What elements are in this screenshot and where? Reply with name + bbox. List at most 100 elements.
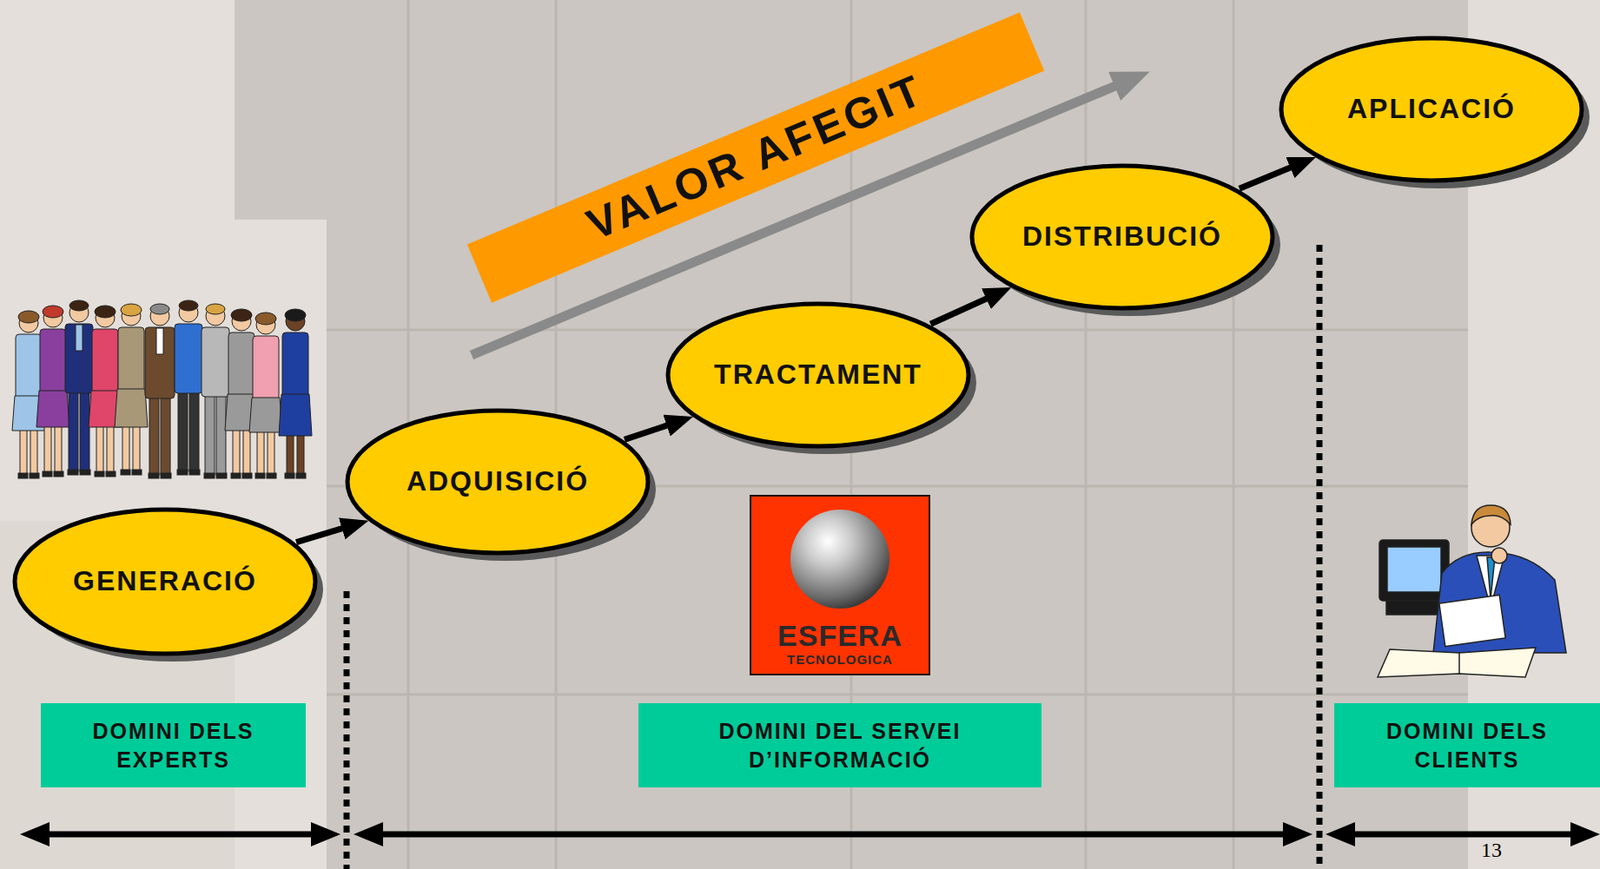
people-illustration <box>39 329 67 396</box>
ellipse-outline <box>1281 38 1582 181</box>
process-ellipse: GENERACIÓ <box>12 507 318 657</box>
people-illustration <box>36 305 70 477</box>
domain-box: DOMINI DELS CLIENTS <box>1334 703 1600 788</box>
people-illustration <box>205 304 225 315</box>
people-illustration <box>282 332 309 399</box>
people-illustration <box>189 391 199 472</box>
ellipse-outline <box>667 304 969 447</box>
people-illustration <box>228 332 255 399</box>
people-illustration <box>120 469 131 476</box>
people-illustration <box>68 391 79 472</box>
people-illustration <box>18 473 28 479</box>
people-illustration <box>88 305 122 477</box>
process-label: ADQUISICIÓ <box>406 466 589 497</box>
process-label: TRACTAMENT <box>714 359 923 391</box>
process-label: DISTRIBUCIÓ <box>1022 221 1223 252</box>
people-illustration <box>36 390 70 428</box>
people-illustration <box>249 397 283 433</box>
client-illustration <box>1491 548 1508 564</box>
flow-arrow <box>1239 164 1299 189</box>
client-illustration <box>1377 505 1567 678</box>
page-number: 13 <box>1480 839 1502 863</box>
client-illustration <box>1377 647 1536 678</box>
people-illustration <box>216 395 226 476</box>
client-illustration <box>1379 540 1449 602</box>
people-illustration <box>145 304 175 479</box>
people-illustration <box>216 473 227 479</box>
process-ellipse: ADQUISICIÓ <box>344 408 651 556</box>
people-illustration <box>150 304 170 315</box>
people-illustration <box>156 328 164 355</box>
shelf-texture <box>1232 0 1236 869</box>
people-illustration <box>69 300 89 311</box>
people-illustration <box>177 469 188 476</box>
logo-box: ESFERATECNOLOGICA <box>749 495 931 676</box>
people-illustration <box>18 310 40 324</box>
people-illustration <box>12 300 312 479</box>
people-illustration <box>178 391 188 472</box>
people-illustration <box>42 305 64 318</box>
client-illustration <box>1387 547 1442 593</box>
logo-name: ESFERA <box>777 620 903 653</box>
people-illustration <box>118 327 145 394</box>
client-illustration <box>1487 557 1495 600</box>
people-illustration <box>201 327 230 397</box>
people-illustration <box>160 395 171 476</box>
people-illustration <box>53 471 64 477</box>
domain-span-arrow <box>39 832 322 839</box>
people-illustration <box>67 469 79 476</box>
domain-divider <box>346 244 1320 869</box>
domain-divider <box>1316 244 1323 869</box>
sphere-symbol <box>790 509 890 609</box>
people-illustration <box>79 391 90 472</box>
flow-arrow <box>930 295 994 324</box>
people-illustration <box>79 469 91 476</box>
people-illustration <box>266 473 277 479</box>
shelf-texture <box>1084 0 1088 869</box>
flow-arrow <box>624 423 675 440</box>
ellipse-outline <box>971 165 1273 309</box>
people-illustration <box>145 327 175 399</box>
people-illustration <box>65 323 93 394</box>
people-illustration <box>114 389 148 428</box>
people-illustration <box>242 473 252 479</box>
process-ellipse: TRACTAMENT <box>665 301 972 450</box>
people-illustration <box>249 312 283 479</box>
people-illustration <box>42 471 53 477</box>
process-ellipse: APLICACIÓ <box>1278 35 1585 184</box>
people-illustration <box>160 473 172 479</box>
people-illustration <box>92 329 119 396</box>
people-illustration <box>231 473 241 479</box>
people-illustration <box>204 473 215 479</box>
band-label: VALOR AFEGIT <box>580 65 932 249</box>
people-illustration <box>231 309 252 322</box>
domain-box: DOMINI DEL SERVEI D’INFORMACIÓ <box>638 703 1042 788</box>
people-illustration <box>174 323 203 394</box>
people-illustration <box>15 334 42 401</box>
client-illustration <box>1458 653 1461 675</box>
domain-divider <box>343 591 351 869</box>
people-illustration <box>132 469 142 476</box>
domain-span-arrow <box>1344 832 1581 839</box>
process-label: GENERACIÓ <box>72 566 258 597</box>
people-illustration <box>278 309 312 479</box>
process-ellipse: DISTRIBUCIÓ <box>969 163 1276 311</box>
people-illustration <box>178 300 199 311</box>
people-illustration <box>105 471 116 477</box>
people-illustration <box>284 309 306 322</box>
people-illustration <box>255 312 277 325</box>
domain-label: DOMINI DEL SERVEI D’INFORMACIÓ <box>657 717 1023 774</box>
shelf-texture <box>326 694 1468 697</box>
domain-span-arrow <box>39 832 1581 839</box>
people-illustration <box>148 473 159 479</box>
people-illustration <box>252 336 279 403</box>
domain-label: DOMINI DELS EXPERTS <box>73 717 274 774</box>
client-illustration <box>1439 595 1506 647</box>
client-illustration <box>1433 552 1567 654</box>
people-illustration <box>120 304 142 317</box>
people-illustration <box>114 304 148 476</box>
people-illustration <box>174 300 203 476</box>
